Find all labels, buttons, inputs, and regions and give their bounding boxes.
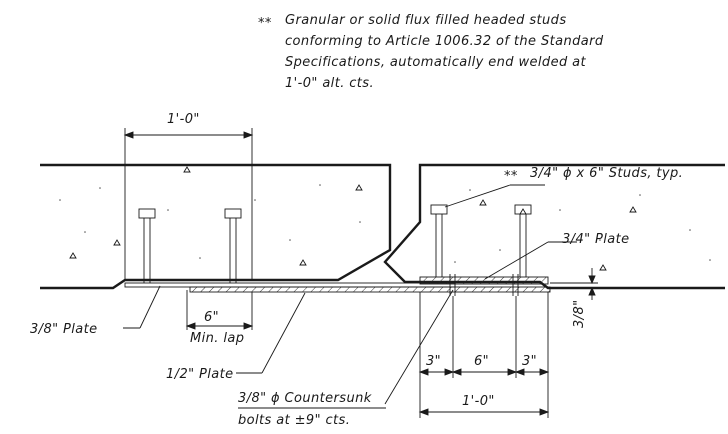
countersunk-label-line-2: bolts at ±9" cts.	[238, 413, 350, 428]
notes-line-3: Specifications, automatically end welded…	[285, 55, 587, 70]
countersunk-bolt	[449, 274, 456, 296]
notes-line-2: conforming to Article 1006.32 of the Sta…	[285, 34, 604, 49]
plate-3-8-label: 3/8" Plate	[30, 322, 98, 337]
top-dimension-line	[123, 128, 254, 280]
notes-marker: **	[258, 16, 272, 31]
lap-note-label: Min. lap	[190, 331, 244, 346]
stud	[514, 204, 532, 277]
vertical-dimension-line	[550, 268, 598, 300]
countersunk-bolt	[512, 274, 519, 296]
notes-line-1: Granular or solid flux filled headed stu…	[285, 13, 567, 28]
bottom-dimension-lines	[418, 292, 550, 418]
plate-1-2-label: 1/2" Plate	[166, 367, 234, 382]
dim-3-left-label: 3"	[426, 354, 441, 369]
concrete-triangles	[69, 166, 637, 271]
left-concrete-slab	[40, 163, 392, 290]
stud	[138, 208, 156, 283]
plate-3-4-label: 3/4" Plate	[562, 232, 630, 247]
stud	[224, 208, 242, 283]
leader-lines	[123, 184, 577, 405]
studs-label: 3/4" ϕ x 6" Studs, typ.	[530, 166, 683, 181]
lap-dimension-line	[185, 290, 254, 330]
plate-1-2	[189, 286, 551, 293]
countersunk-label-line-1: 3/8" ϕ Countersunk	[238, 391, 372, 406]
vertical-dimension-label: 3/8"	[572, 299, 587, 328]
bottom-dimension-label: 1'-0"	[462, 394, 495, 409]
studs-marker: **	[504, 169, 518, 184]
notes-line-4: 1'-0" alt. cts.	[285, 76, 374, 91]
stud	[430, 204, 448, 277]
concrete-aggregate	[59, 184, 711, 263]
plate-3-4	[419, 276, 549, 285]
dim-3-right-label: 3"	[522, 354, 537, 369]
dim-6-label: 6"	[474, 354, 489, 369]
lap-dimension-label: 6"	[204, 310, 219, 325]
plate-3-8	[124, 282, 456, 288]
top-dimension-label: 1'-0"	[167, 112, 200, 127]
